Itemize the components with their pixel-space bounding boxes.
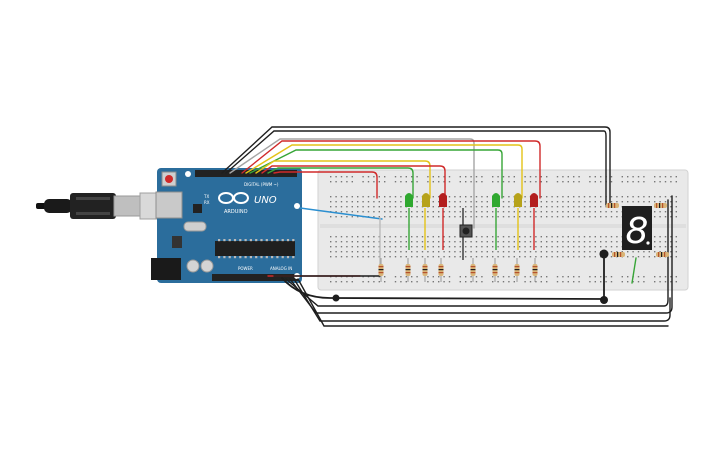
arduino-brand-text: ARDUINO (224, 209, 248, 215)
arduino-model-text: UNO (254, 195, 277, 206)
wire-junction-2[interactable] (600, 296, 608, 304)
seven-segment-display[interactable]: 8 (622, 206, 652, 252)
wire-black-1[interactable] (221, 126, 611, 206)
arduino-uno-board[interactable]: ARDUINO UNO DIGITAL (PWM ~) TX RX POWER … (151, 168, 302, 283)
display-resistor-3[interactable] (612, 252, 625, 257)
power-label: POWER (238, 266, 253, 271)
resistors-group[interactable] (378, 203, 670, 282)
display-resistor-1[interactable] (606, 203, 619, 208)
wire-green-display[interactable] (631, 257, 637, 284)
led-yellow-2[interactable] (514, 193, 522, 207)
wire-black-bottom-2[interactable] (285, 199, 669, 307)
usb-chip (193, 204, 202, 213)
mounting-hole-2 (294, 203, 300, 209)
display-digit: 8 (626, 211, 649, 252)
display-decimal-point (646, 241, 650, 245)
led-green-1[interactable] (405, 193, 413, 207)
usb-cable[interactable] (36, 192, 163, 220)
resistor-7[interactable] (514, 258, 520, 282)
resistor-4[interactable] (438, 258, 444, 282)
atmega-chip (215, 241, 295, 256)
wire-black-bottom-1[interactable] (281, 254, 605, 300)
digital-pwm-label: DIGITAL (PWM ~) (244, 182, 279, 187)
power-analog-header[interactable] (212, 274, 298, 281)
wire-black-2[interactable] (225, 130, 607, 206)
wires[interactable] (221, 126, 673, 327)
capacitor-1 (186, 259, 200, 273)
led-yellow-1[interactable] (422, 193, 430, 207)
wire-junction-1[interactable] (332, 294, 340, 302)
resistor-5[interactable] (470, 258, 476, 282)
wire-red-2[interactable] (261, 165, 446, 199)
wire-blue[interactable] (299, 207, 383, 220)
arduino-logo (218, 192, 249, 204)
rx-label: RX (204, 200, 210, 205)
led-red-2[interactable] (530, 193, 538, 207)
resistor-8[interactable] (532, 258, 538, 282)
wire-black-bottom-4[interactable] (293, 278, 671, 322)
led-red-1[interactable] (439, 193, 447, 207)
tx-label: TX (203, 194, 209, 199)
wire-gray[interactable] (229, 138, 475, 229)
breadboard-center-channel (320, 224, 686, 228)
usb-jack (155, 191, 183, 219)
regulator (172, 236, 182, 248)
analog-in-label: ANALOG IN (270, 266, 292, 271)
wire-green-1[interactable] (249, 149, 503, 199)
wire-yellow-1[interactable] (245, 144, 523, 199)
crystal (183, 221, 207, 232)
display-resistor-2[interactable] (654, 203, 667, 208)
mounting-hole-1 (185, 171, 191, 177)
resistor-1[interactable] (378, 258, 384, 282)
wire-red-1[interactable] (241, 140, 541, 199)
display-resistor-4[interactable] (656, 252, 669, 257)
capacitor-2 (200, 259, 214, 273)
resistor-6[interactable] (492, 258, 498, 282)
wire-junction-3[interactable] (599, 249, 609, 259)
chip-pins (218, 239, 295, 259)
reset-button-cap (165, 175, 173, 183)
power-jack (151, 258, 181, 280)
wire-black-bottom-5[interactable] (297, 278, 669, 327)
resistor-2[interactable] (405, 258, 411, 282)
wire-green-2[interactable] (267, 167, 414, 199)
pushbutton[interactable] (459, 224, 473, 238)
leds-group[interactable] (405, 193, 538, 207)
resistor-3[interactable] (422, 258, 428, 282)
wire-red-3[interactable] (273, 171, 378, 199)
led-green-2[interactable] (492, 193, 500, 207)
